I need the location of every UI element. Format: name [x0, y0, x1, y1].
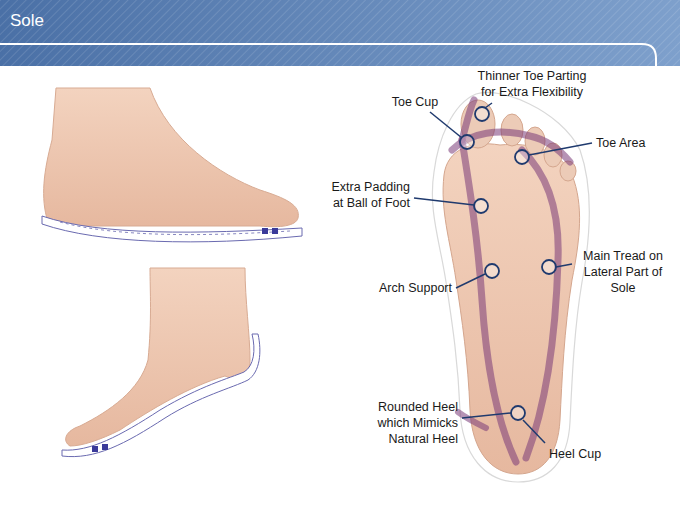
callout-label: Extra Padding at Ball of Foot	[320, 179, 410, 211]
callout-label: Thinner Toe Parting for Extra Flexibilit…	[470, 68, 594, 100]
callout-label: Arch Support	[352, 280, 452, 296]
callout-label: Main Tread on Lateral Part of Sole	[574, 248, 672, 296]
flat-foot-side-view	[42, 88, 302, 242]
callout-label: Toe Cup	[380, 94, 450, 110]
leader-lines	[414, 103, 592, 443]
callout-label: Heel Cup	[549, 446, 629, 462]
callout-circles	[460, 107, 556, 420]
callout-label: Toe Area	[596, 135, 676, 151]
header-band	[0, 0, 680, 70]
callout-label: Rounded Heel which Mimicks Natural Heel	[358, 399, 458, 447]
page-title: Sole	[10, 11, 44, 31]
pointed-foot-side-view	[62, 268, 260, 457]
